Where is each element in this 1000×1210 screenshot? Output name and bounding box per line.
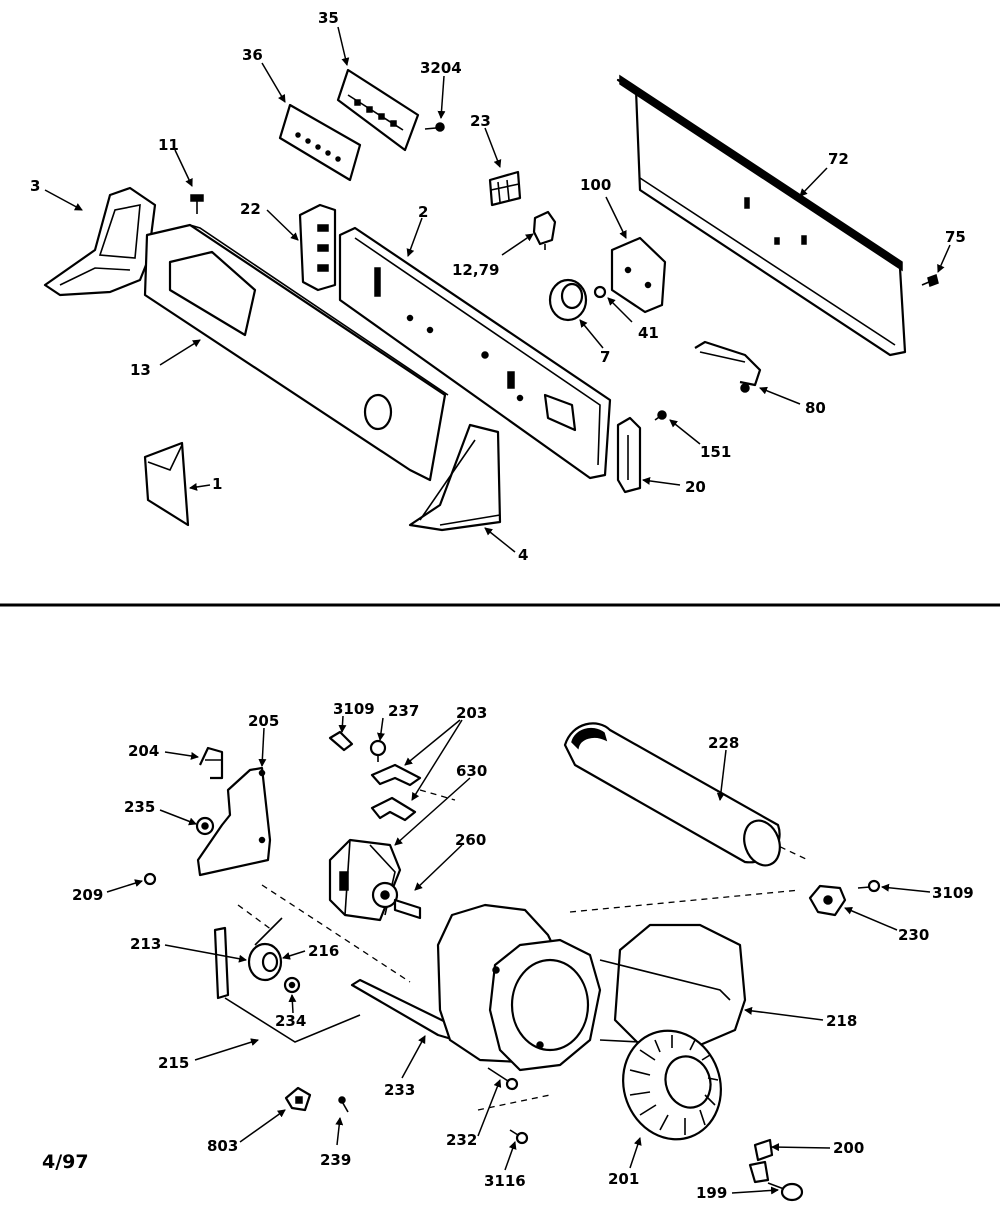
part-11-screw [190, 194, 204, 214]
label-2: 2 [418, 203, 428, 221]
part-3116-screw [509, 1129, 529, 1145]
label-803: 803 [207, 1137, 238, 1155]
label-23: 23 [470, 112, 491, 130]
part-228-drum [563, 722, 781, 867]
label-199: 199 [696, 1184, 727, 1202]
label-209: 209 [72, 886, 103, 904]
label-4: 4 [518, 546, 528, 564]
label-239: 239 [320, 1151, 351, 1169]
label-41: 41 [638, 324, 659, 342]
label-216: 216 [308, 942, 339, 960]
label-233: 233 [384, 1081, 415, 1099]
date-code: 4/97 [42, 1151, 89, 1173]
part-237-grommet [369, 739, 387, 762]
part-22-switch [298, 203, 337, 292]
label-235: 235 [124, 798, 155, 816]
part-239-screw [338, 1096, 349, 1113]
part-4-support [408, 423, 502, 532]
label-204: 204 [128, 742, 159, 760]
label-11: 11 [158, 136, 179, 154]
part-215-belt [224, 997, 361, 1043]
part-1-manual [143, 441, 190, 527]
part-7-knob [548, 278, 588, 322]
label-630: 630 [456, 762, 487, 780]
part-3-end-cap [43, 186, 157, 297]
part-72-back-panel [616, 74, 907, 357]
label-151: 151 [700, 443, 731, 461]
label-234: 234 [275, 1012, 306, 1030]
label-80: 80 [805, 399, 826, 417]
part-75-screw [921, 274, 939, 287]
part-80-harness [694, 340, 762, 393]
part-230-thermostat [808, 884, 847, 917]
label-35: 35 [318, 9, 339, 27]
part-12-79-switch [532, 210, 557, 250]
part-20-bracket [616, 416, 642, 494]
label-75: 75 [945, 228, 966, 246]
part-803-connector [284, 1086, 312, 1112]
label-3116: 3116 [484, 1172, 526, 1190]
part-235-nut [195, 816, 215, 836]
label-100: 100 [580, 176, 611, 194]
part-3109-screw-upper [328, 730, 354, 752]
part-3204-screw [424, 122, 445, 132]
part-151-screw [654, 410, 667, 421]
label-260: 260 [455, 831, 486, 849]
label-7: 7 [600, 348, 610, 366]
part-2-bracket [338, 226, 612, 480]
top-section: 35 36 3204 23 11 3 22 2 12,79 100 72 75 … [30, 9, 966, 564]
label-72: 72 [828, 150, 849, 168]
part-199-bolt [748, 1160, 804, 1202]
label-237: 237 [388, 702, 419, 720]
part-3109-screw-lower [857, 879, 881, 893]
label-1: 1 [212, 475, 222, 493]
label-20: 20 [685, 478, 706, 496]
label-3204: 3204 [420, 59, 462, 77]
label-203: 203 [456, 704, 487, 722]
label-230: 230 [898, 926, 929, 944]
label-232: 232 [446, 1131, 477, 1149]
label-213: 213 [130, 935, 161, 953]
part-203-clips [370, 763, 422, 822]
label-3: 3 [30, 177, 40, 195]
part-232-screw [487, 1067, 519, 1091]
part-630-motor [328, 838, 422, 922]
label-218: 218 [826, 1012, 857, 1030]
part-200-clip [753, 1138, 774, 1162]
label-205: 205 [248, 712, 279, 730]
part-36-faceplate [278, 103, 362, 182]
part-205-bracket [196, 766, 272, 877]
part-218-blower-housing [436, 903, 747, 1072]
label-22: 22 [240, 200, 261, 218]
part-213-lever [213, 926, 230, 1000]
part-201-blower-wheel [622, 1029, 722, 1141]
bottom-section: 205 3109 237 203 204 235 630 228 260 209… [42, 700, 974, 1202]
part-41-nut [593, 285, 607, 299]
label-36: 36 [242, 46, 263, 64]
part-234-bushing [283, 976, 301, 994]
label-13: 13 [130, 361, 151, 379]
label-3109-upper: 3109 [333, 700, 375, 718]
part-209-screw [143, 872, 157, 886]
part-204-clip [199, 746, 224, 780]
label-201: 201 [608, 1170, 639, 1188]
part-13-control-panel [143, 223, 449, 482]
part-23-connector [488, 170, 522, 207]
label-200: 200 [833, 1139, 864, 1157]
part-100-timer [610, 236, 667, 314]
part-35-switch-board [336, 68, 420, 152]
label-3109-lower: 3109 [932, 884, 974, 902]
part-216-pulley [247, 917, 283, 982]
label-12-79: 12,79 [452, 261, 499, 279]
label-215: 215 [158, 1054, 189, 1072]
label-228: 228 [708, 734, 739, 752]
